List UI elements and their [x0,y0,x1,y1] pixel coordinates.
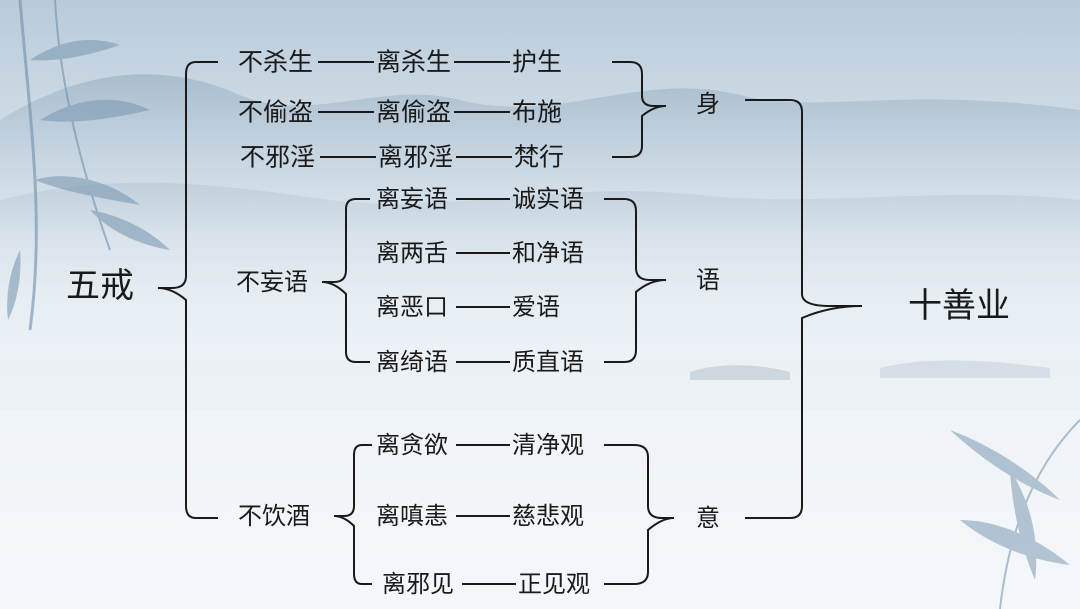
step-label: 梵行 [514,142,565,172]
precept-no-stealing: 不偷盗 [238,97,314,127]
step-label: 离邪淫 [378,142,454,172]
lying-brace [321,198,370,363]
step-label: 离嗔恚 [376,502,448,530]
step-label: 离贪欲 [376,431,448,459]
precept-no-alcohol: 不饮酒 [238,502,310,530]
mind-brace [604,444,675,585]
step-label: 离邪见 [382,570,454,598]
step-label: 质直语 [512,348,584,376]
root-brace [157,61,218,519]
step-label: 离杀生 [376,47,452,77]
category-body: 身 [696,90,720,118]
step-label: 离绮语 [376,348,448,376]
bamboo-decoration-left [7,0,170,331]
body-brace [612,61,667,158]
category-mind: 意 [696,504,720,532]
connector-dashes [318,61,516,585]
result-brace [745,99,863,519]
step-label: 布施 [512,97,563,127]
speech-brace [604,198,667,363]
step-label: 护生 [512,47,563,77]
step-label: 爱语 [512,293,560,321]
step-label: 离妄语 [376,185,448,213]
step-label: 慈悲观 [512,502,584,530]
step-label: 清净观 [512,431,584,459]
step-label: 离两舌 [376,239,448,267]
category-speech: 语 [696,266,720,294]
step-label: 正见观 [518,570,590,598]
step-label: 诚实语 [512,185,584,213]
precept-no-killing: 不杀生 [238,47,314,77]
bamboo-decoration-right [950,419,1080,609]
step-label: 离偷盗 [376,97,452,127]
precept-no-misconduct: 不邪淫 [240,142,316,172]
result-ten-good-deeds: 十善业 [908,286,1010,326]
precept-no-lying: 不妄语 [236,268,308,296]
step-label: 和净语 [512,239,584,267]
step-label: 离恶口 [376,293,448,321]
root-five-precepts: 五戒 [66,266,134,306]
alcohol-brace [333,444,372,585]
